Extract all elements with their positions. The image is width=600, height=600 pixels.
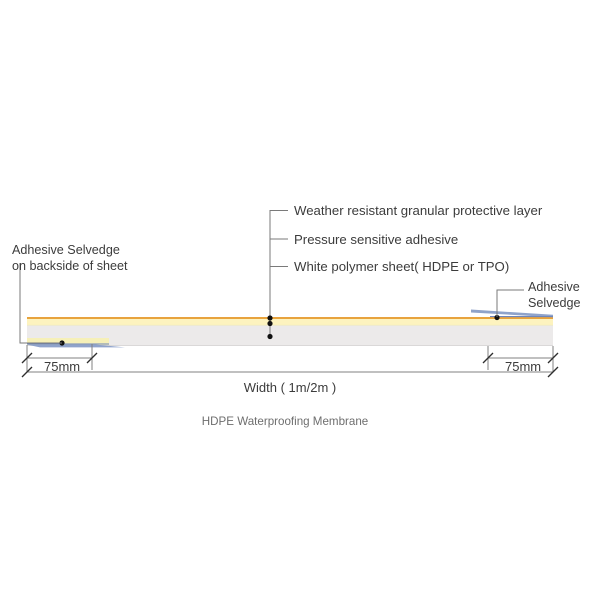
dim-label-right-75mm: 75mm [505, 359, 541, 374]
dimension-left-selvedge [21, 344, 98, 372]
right-callout-leader [496, 289, 524, 317]
dim-label-left-75mm: 75mm [44, 359, 80, 374]
label-adhesive-selvedge-line2: on backside of sheet [12, 259, 128, 273]
right-selvedge-release-film [471, 309, 553, 318]
right-adhesive-selvedge [471, 309, 553, 321]
dim-left-tick-b [86, 352, 98, 364]
dimension-right-selvedge [482, 346, 559, 372]
layer-white-polymer-sheet [27, 325, 553, 345]
right-callout-path [496, 289, 524, 317]
dim-label-overall-width: Width ( 1m/2m ) [244, 380, 336, 395]
label-white-polymer-sheet: White polymer sheet( HDPE or TPO) [294, 259, 509, 274]
left-selvedge-yellow-strip [27, 338, 109, 345]
anchor-dot-adhesive [267, 320, 273, 327]
anchor-dot-sheet [267, 333, 273, 340]
label-adhesive-selvedge-line1: Adhesive Selvedge [12, 243, 120, 257]
left-callout-path [19, 263, 62, 344]
label-pressure-sensitive-adhesive: Pressure sensitive adhesive [294, 232, 458, 247]
right-selvedge-anchor-dot [494, 314, 500, 321]
dim-width-tick-b [547, 366, 559, 378]
left-selvedge-release-film [27, 344, 125, 348]
layer-granular-protective [27, 317, 553, 319]
label-right-adhesive-line1: Adhesive [528, 280, 580, 294]
diagram-caption: HDPE Waterproofing Membrane [202, 415, 368, 428]
left-adhesive-selvedge [27, 338, 125, 348]
dim-width-tick-a [21, 366, 33, 378]
label-right-adhesive-line2: Selvedge [528, 296, 581, 310]
layer-pressure-sensitive-adhesive [27, 318, 553, 326]
dim-left-tick-a [21, 352, 33, 364]
dim-right-tick-b [547, 352, 559, 364]
dimension-overall-width [21, 366, 559, 378]
label-weather-resistant-granular-protective-layer: Weather resistant granular protective la… [294, 203, 543, 218]
center-callout-leaders [267, 210, 288, 340]
anchor-dot-granular [267, 315, 273, 321]
dim-right-tick-a [482, 352, 494, 364]
left-callout-leader [19, 263, 62, 344]
membrane-cross-section [27, 317, 553, 346]
